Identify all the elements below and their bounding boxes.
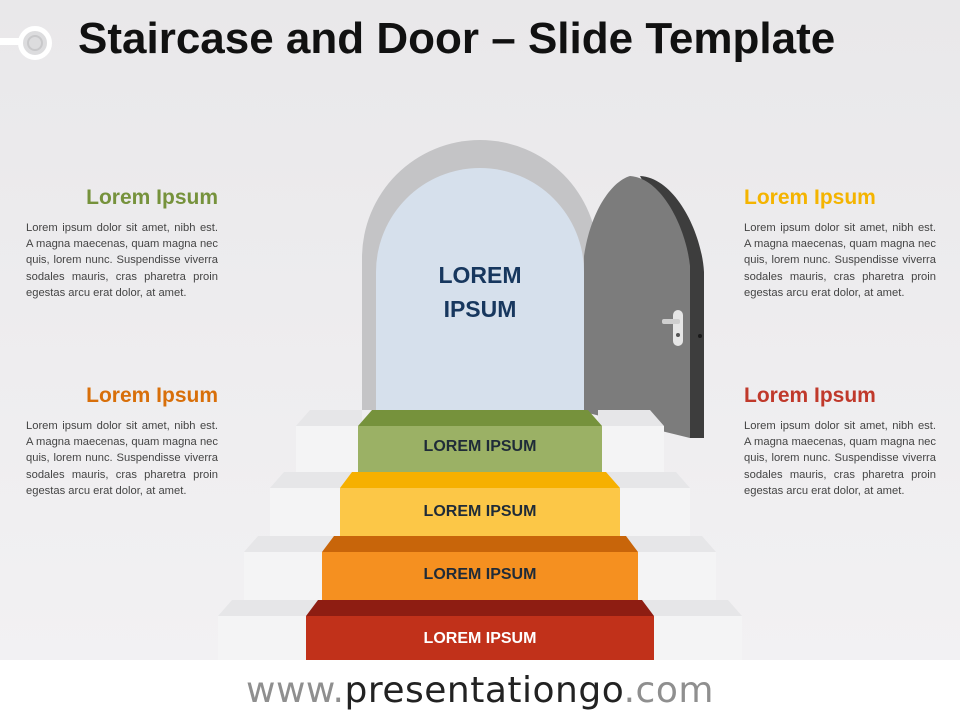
slide: Staircase and Door – Slide Template bbox=[0, 0, 960, 660]
door-handle-lever bbox=[662, 319, 680, 324]
step-face-2 bbox=[322, 552, 638, 600]
footer-website[interactable]: www.presentationgo.com bbox=[0, 662, 960, 720]
text-block-body: Lorem ipsum dolor sit amet, nibh est. A … bbox=[26, 420, 218, 497]
step-label-1: LOREM IPSUM bbox=[423, 438, 537, 455]
text-block-heading: Lorem Ipsum bbox=[744, 186, 876, 209]
open-door-panel bbox=[584, 176, 690, 438]
stair-side-top-1 bbox=[270, 472, 358, 488]
footer-suffix: .com bbox=[623, 670, 714, 711]
staircase-door-diagram bbox=[218, 140, 742, 660]
step-face-0 bbox=[358, 426, 602, 472]
text-block-bottom-left: Lorem Ipsum Lorem ipsum dolor sit amet, … bbox=[26, 384, 218, 499]
step-face-1 bbox=[340, 488, 620, 536]
step-label-4: LOREM IPSUM bbox=[423, 630, 537, 647]
text-block-heading: Lorem Ipsum bbox=[86, 384, 218, 407]
text-block-heading: Lorem Ipsum bbox=[86, 186, 218, 209]
text-block-heading: Lorem Ipsum bbox=[744, 384, 876, 407]
door-label-line-1: LOREM bbox=[438, 262, 522, 288]
text-block-body: Lorem ipsum dolor sit amet, nibh est. A … bbox=[744, 222, 936, 299]
stair-side-top-0-right bbox=[598, 410, 664, 426]
title-ring-inner bbox=[27, 35, 43, 51]
stair-side-top-3 bbox=[218, 600, 322, 616]
stair-side-top-2-right bbox=[620, 536, 716, 552]
door-opening bbox=[376, 168, 584, 410]
door-handle-plate bbox=[673, 310, 683, 346]
step-face-3 bbox=[306, 616, 654, 660]
door-label: LOREM IPSUM bbox=[400, 258, 560, 326]
step-top-1 bbox=[340, 472, 620, 488]
text-block-body: Lorem ipsum dolor sit amet, nibh est. A … bbox=[26, 222, 218, 299]
footer-prefix: www. bbox=[246, 670, 345, 711]
text-block-body: Lorem ipsum dolor sit amet, nibh est. A … bbox=[744, 420, 936, 497]
stair-side-top-2 bbox=[244, 536, 340, 552]
stair-side-top-0 bbox=[296, 410, 362, 426]
step-top-3 bbox=[306, 600, 654, 616]
title-connector-line bbox=[0, 38, 24, 45]
door-label-line-2: IPSUM bbox=[443, 296, 517, 322]
text-block-top-right: Lorem Ipsum Lorem ipsum dolor sit amet, … bbox=[744, 186, 936, 301]
step-top-0 bbox=[358, 410, 602, 426]
step-label-3: LOREM IPSUM bbox=[423, 566, 537, 583]
step-label-2: LOREM IPSUM bbox=[423, 503, 537, 520]
footer-brand: presentationgo bbox=[344, 670, 624, 711]
step-top-2 bbox=[322, 536, 638, 552]
slide-title: Staircase and Door – Slide Template bbox=[78, 14, 836, 63]
stair-side-top-1-right bbox=[602, 472, 690, 488]
keyhole-icon bbox=[676, 333, 680, 337]
stair-side-top-3-right bbox=[638, 600, 742, 616]
text-block-top-left: Lorem Ipsum Lorem ipsum dolor sit amet, … bbox=[26, 186, 218, 301]
door-latch bbox=[698, 334, 702, 338]
title-ring-icon bbox=[18, 26, 52, 60]
open-door-edge bbox=[640, 176, 704, 438]
text-block-bottom-right: Lorem Ipsum Lorem ipsum dolor sit amet, … bbox=[744, 384, 936, 499]
